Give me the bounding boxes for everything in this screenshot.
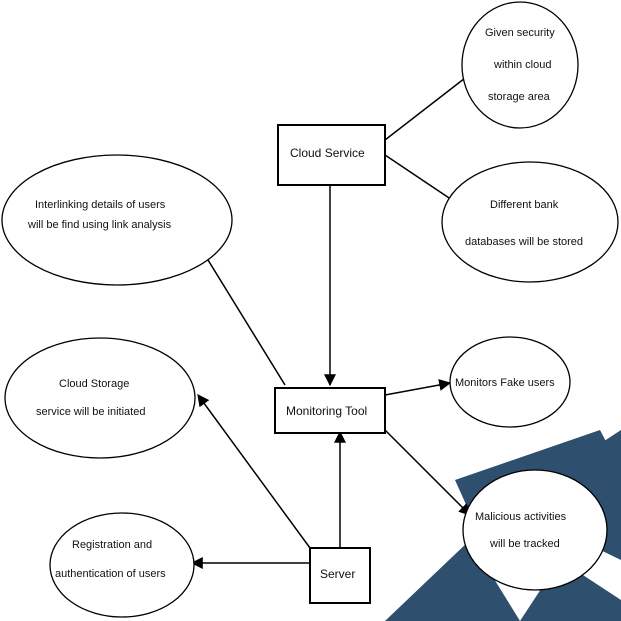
edge-monitor-to-fake (384, 379, 452, 396)
node-malicious: Malicious activities will be tracked (462, 469, 608, 591)
edges (190, 67, 479, 569)
interlinking-line-1: Interlinking details of users (35, 199, 166, 211)
node-fake-users: Monitors Fake users (449, 336, 571, 428)
security-line-1: Given security (485, 27, 555, 39)
cloud-storage-line-2: service will be initiated (36, 406, 145, 418)
edge-monitor-to-interlinking (199, 245, 286, 386)
node-registration: Registration and authentication of users (49, 512, 195, 618)
bank-db-line-1: Different bank (490, 199, 559, 211)
fake-users-line-1: Monitors Fake users (455, 377, 555, 389)
node-server: Server (309, 547, 371, 604)
node-interlinking: Interlinking details of users will be fi… (1, 154, 233, 286)
stripe (520, 560, 621, 621)
registration-line-1: Registration and (72, 539, 152, 551)
monitoring-tool-label: Monitoring Tool (286, 404, 367, 418)
edge-monitor-to-malicious (384, 429, 471, 516)
node-monitoring-tool: Monitoring Tool (274, 387, 386, 434)
server-label: Server (320, 567, 355, 581)
malicious-line-1: Malicious activities (475, 511, 567, 523)
cloud-service-label: Cloud Service (290, 146, 365, 160)
edge-cloud-to-security (384, 67, 479, 141)
edge-server-to-cloud-storage (197, 394, 311, 549)
node-cloud-service: Cloud Service (277, 124, 386, 186)
node-bank-db: Different bank databases will be stored (441, 161, 619, 283)
node-cloud-storage: Cloud Storage service will be initiated (4, 337, 196, 459)
malicious-line-2: will be tracked (489, 538, 560, 550)
registration-line-2: authentication of users (55, 568, 166, 580)
security-line-2: within cloud (493, 59, 551, 71)
node-security: Given security within cloud storage area (461, 1, 579, 129)
interlinking-line-2: will be find using link analysis (27, 219, 172, 231)
stripe (385, 540, 520, 621)
security-line-3: storage area (488, 91, 551, 103)
cloud-storage-line-1: Cloud Storage (59, 378, 129, 390)
bank-db-line-2: databases will be stored (465, 236, 583, 248)
